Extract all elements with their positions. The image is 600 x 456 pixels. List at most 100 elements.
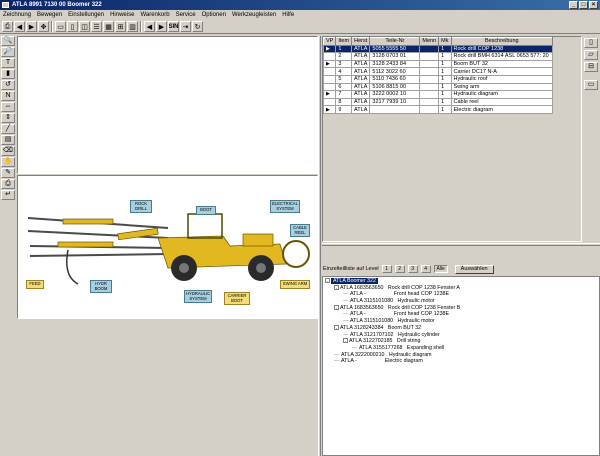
horizontal-splitter[interactable] — [322, 243, 600, 246]
menu-hinweise[interactable]: Hinweise — [110, 12, 135, 18]
move-button[interactable]: ✥ — [38, 21, 49, 32]
expand-toggle-icon[interactable]: - — [334, 304, 339, 310]
menu-warenkorb[interactable]: Warenkorb — [140, 12, 170, 18]
drawing-pane-top[interactable] — [17, 36, 318, 174]
level-all-button[interactable]: Alle — [433, 265, 448, 273]
erase-icon[interactable]: ⌫ — [1, 146, 15, 156]
refresh-button[interactable]: ↻ — [192, 21, 203, 32]
line-tool-icon[interactable]: ╱ — [1, 124, 15, 134]
menu-service[interactable]: Service — [175, 12, 196, 18]
drawing-pane[interactable]: ROCK DRILL BOOT ELECTRICAL SYSTEM CABLE … — [17, 175, 318, 319]
label-cable-reel[interactable]: CABLE REEL — [290, 224, 310, 238]
tree-node[interactable]: —ATLA 3115101080 Hydraulic motor — [343, 318, 435, 325]
level-3-button[interactable]: 3 — [407, 265, 418, 273]
forward-button[interactable]: ▶ — [26, 21, 37, 32]
menu-optionen[interactable]: Optionen — [201, 12, 226, 18]
menu-zeichnung[interactable]: Zeichnung — [3, 12, 32, 18]
label-rock-drill[interactable]: ROCK DRILL — [130, 200, 152, 214]
expand-toggle-icon[interactable]: - — [334, 324, 339, 330]
pen-tool-icon[interactable]: ✎ — [1, 168, 15, 178]
level-1-button[interactable]: 1 — [381, 265, 392, 273]
expand-toggle-icon[interactable]: - — [334, 284, 339, 290]
print-button[interactable]: ⎙ — [2, 21, 13, 32]
zoom-out-icon[interactable]: 🔎 — [1, 47, 15, 57]
text-tool-icon[interactable]: T — [1, 58, 15, 68]
menu-werkzeugleisten[interactable]: Werkzeugleisten — [231, 12, 277, 18]
back-button[interactable]: ◀ — [14, 21, 25, 32]
rotate-icon[interactable]: ↺ — [1, 80, 15, 90]
col-menn[interactable]: Menn — [419, 37, 440, 46]
next-page-button[interactable]: ▶ — [156, 21, 167, 32]
tree-node[interactable]: —ATLA 3115101080 Hydraulic motor — [343, 298, 435, 305]
hatch-tool-icon[interactable]: ▤ — [1, 135, 15, 145]
new-icon[interactable]: ▯ — [584, 38, 598, 48]
tree-node[interactable]: -ATLA 3122702185 Drill string — [325, 338, 597, 345]
tree-node[interactable]: -ATLA 1683563650 Rock drill COP 1238 Fen… — [325, 285, 597, 292]
chart-button[interactable]: ▥ — [127, 21, 138, 32]
menu-hilfe[interactable]: Hilfe — [282, 12, 295, 18]
zoom-in-icon[interactable]: 🔍 — [1, 36, 15, 46]
label-hydr-boom[interactable]: HYDR BOOM — [90, 280, 112, 294]
return-icon[interactable]: ↵ — [1, 190, 15, 200]
layout-list-button[interactable]: ☰ — [91, 21, 102, 32]
tree-node[interactable]: —ATLA - Front head COP 1238E — [343, 311, 450, 318]
open-folder-icon[interactable]: ▱ — [584, 50, 598, 60]
level-2-button[interactable]: 2 — [394, 265, 405, 273]
sin-button[interactable]: SIN — [168, 21, 179, 32]
label-swing-arm[interactable]: SWING ARM — [280, 280, 310, 289]
tree-node[interactable]: —ATLA - Electric diagram — [334, 358, 423, 365]
marker-tool-icon[interactable]: ▮ — [1, 69, 15, 79]
tree-view-button[interactable]: ⊞ — [115, 21, 126, 32]
label-boot[interactable]: BOOT — [196, 206, 216, 215]
tree-node[interactable]: -ATLA 1683563650 Rock drill COP 1238 Fen… — [325, 305, 597, 312]
level-4-button[interactable]: 4 — [420, 265, 431, 273]
col-vp[interactable]: VP — [322, 37, 337, 46]
expand-toggle-icon[interactable]: - — [343, 338, 348, 344]
menu-bewegen[interactable]: Bewegen — [37, 12, 63, 18]
goto-button[interactable]: ⇥ — [180, 21, 191, 32]
label-hydraulic-system[interactable]: HYDRAULIC SYSTEM — [184, 290, 212, 304]
layout-split-button[interactable]: ◫ — [79, 21, 90, 32]
tree-node[interactable]: -ATLA Boomer 322 — [325, 278, 597, 285]
col-mk[interactable]: Mk — [438, 37, 452, 46]
close-button[interactable]: × — [589, 1, 598, 9]
tree-node[interactable]: —ATLA 3155177268 Expanding shell — [352, 344, 445, 351]
tree-node[interactable]: —ATLA 3222000210 Hydraulic diagram — [334, 351, 432, 358]
col-part[interactable]: Teile-Nr — [369, 37, 421, 46]
fit-width-icon[interactable]: ⇔ — [1, 102, 15, 112]
col-herst[interactable]: Herst — [351, 37, 371, 46]
col-item[interactable]: Item — [335, 37, 353, 46]
tree-node[interactable]: —ATLA - Front head COP 1238E — [343, 291, 450, 298]
label-carrier-boot[interactable]: CARRIER BOOT — [224, 292, 250, 306]
tree-node[interactable]: —ATLA 3121707102 Hydraulic cylinder — [343, 331, 440, 338]
label-electrical-system[interactable]: ELECTRICAL SYSTEM — [270, 200, 300, 214]
prev-page-button[interactable]: ◀ — [144, 21, 155, 32]
expand-toggle-icon[interactable]: - — [325, 278, 330, 284]
layout-one-button[interactable]: ▭ — [55, 21, 66, 32]
note-icon[interactable]: N — [1, 91, 15, 101]
apply-button[interactable]: Auswählen — [454, 264, 494, 274]
note-small-icon[interactable]: ▭ — [584, 80, 598, 90]
basket-icon[interactable]: ⊟ — [584, 62, 598, 72]
vertical-splitter[interactable] — [318, 36, 321, 456]
col-description[interactable]: Beschreibung — [450, 37, 554, 46]
label-feed[interactable]: FEED — [26, 280, 44, 289]
fit-page-icon[interactable]: ⇕ — [1, 113, 15, 123]
layout-two-button[interactable]: ▯ — [67, 21, 78, 32]
hand-tool-icon[interactable]: ✋ — [1, 157, 15, 167]
maximize-button[interactable]: □ — [579, 1, 588, 9]
printer-icon[interactable]: ⎙ — [1, 179, 15, 189]
minimize-button[interactable]: _ — [569, 1, 578, 9]
layout-grid-button[interactable]: ▦ — [103, 21, 114, 32]
tree-node[interactable]: -ATLA 3128243384 Boom BUT 32 — [325, 325, 597, 332]
menu-einstellungen[interactable]: Einstellungen — [68, 12, 105, 18]
